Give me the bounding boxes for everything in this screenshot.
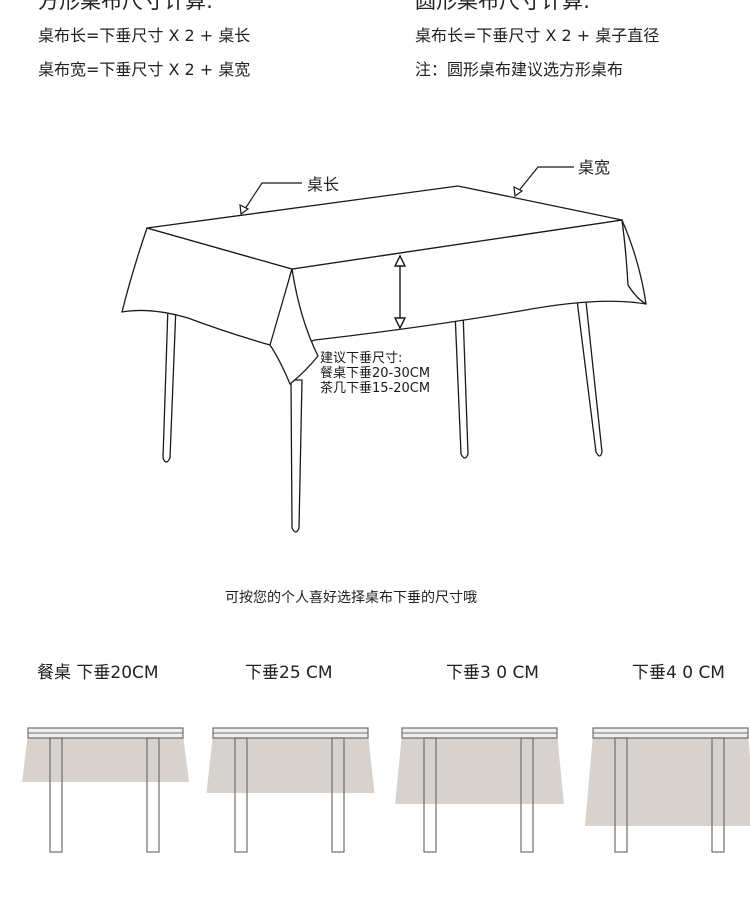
table-width-label: 桌宽 bbox=[578, 158, 611, 177]
cloth-drape bbox=[206, 734, 375, 793]
drop-down-arrow-icon bbox=[393, 317, 407, 330]
table-length-label: 桌长 bbox=[307, 175, 340, 194]
drop-recommendation: 建议下垂尺寸: 餐桌下垂20-30CM 茶几下垂15-20CM bbox=[320, 351, 430, 396]
round-note: 注：圆形桌布建议选方形桌布 bbox=[415, 60, 624, 79]
table-leg bbox=[162, 305, 177, 463]
option-label-20cm: 餐桌 下垂20CM bbox=[37, 663, 159, 683]
option-label-40cm: 下垂4 0 CM bbox=[632, 663, 725, 683]
drop-tip: 可按您的个人喜好选择桌布下垂的尺寸哦 bbox=[225, 590, 477, 606]
drop-up-arrow-icon bbox=[393, 254, 407, 267]
option-label-30cm: 下垂3 0 CM bbox=[446, 663, 539, 683]
drop-note-title: 建议下垂尺寸: bbox=[320, 351, 403, 366]
table-leg bbox=[290, 379, 303, 533]
cloth-drape bbox=[585, 734, 750, 826]
table-leg bbox=[520, 737, 534, 853]
table-leg bbox=[146, 737, 160, 853]
table-leg bbox=[234, 737, 248, 853]
option-label-25cm: 下垂25 CM bbox=[245, 663, 333, 683]
table-leg bbox=[614, 737, 628, 853]
cloth-top bbox=[146, 185, 623, 270]
round-title: 圆形桌布尺寸计算: bbox=[415, 0, 591, 13]
table-leg bbox=[331, 737, 345, 853]
table-leg bbox=[49, 737, 63, 853]
drop-note-coffee: 茶几下垂15-20CM bbox=[320, 381, 431, 396]
length-arrow-icon bbox=[239, 203, 250, 216]
cloth-corner-fold bbox=[269, 268, 319, 385]
cloth-corner-fold bbox=[621, 219, 647, 305]
square-width-formula: 桌布宽=下垂尺寸 X 2 + 桌宽 bbox=[38, 60, 251, 79]
tablecloth-diagram bbox=[121, 166, 647, 533]
table-leg bbox=[575, 291, 603, 457]
cloth-drape bbox=[22, 734, 189, 782]
cloth-drape bbox=[395, 734, 564, 804]
table-leg bbox=[423, 737, 437, 853]
drop-note-dining: 餐桌下垂20-30CM bbox=[320, 366, 431, 381]
square-length-formula: 桌布长=下垂尺寸 X 2 + 桌长 bbox=[38, 26, 251, 45]
table-leg bbox=[711, 737, 725, 853]
table-leg bbox=[454, 311, 469, 459]
width-arrow-icon bbox=[513, 185, 524, 198]
square-title: 方形桌布尺寸计算: bbox=[38, 0, 214, 13]
round-length-formula: 桌布长=下垂尺寸 X 2 + 桌子直径 bbox=[415, 26, 660, 45]
